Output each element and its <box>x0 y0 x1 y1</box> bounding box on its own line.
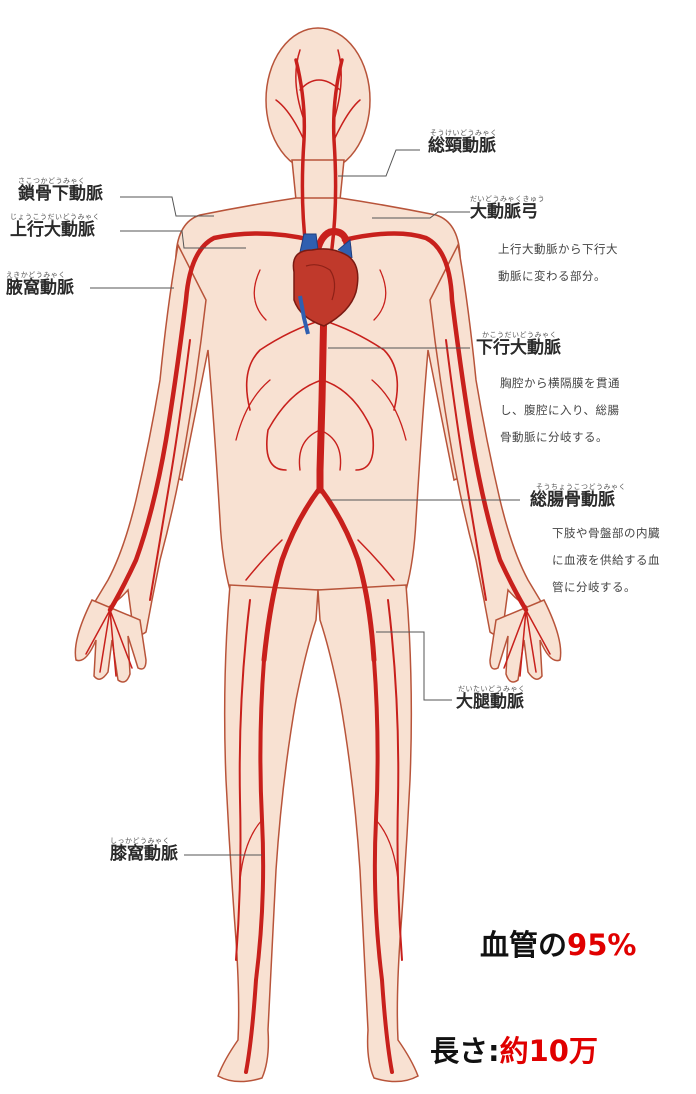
note-common-iliac: 下肢や骨盤部の内臓 に血液を供給する血 管に分岐する。 <box>552 520 660 601</box>
note-descending-aorta: 胸腔から横隔膜を貫通 し、腹腔に入り、総腸 骨動脈に分岐する。 <box>500 370 620 451</box>
label-subclavian: 鎖骨下動脈 <box>18 186 103 203</box>
note-iliac-line2: に血液を供給する血 <box>552 547 660 574</box>
note-aortic-arch: 上行大動脈から下行大 動脈に変わる部分。 <box>498 236 618 290</box>
label-aortic-arch: 大動脈弓 <box>470 204 538 221</box>
label-axillary: 腋窩動脈 <box>6 280 74 297</box>
caption-line2-red: 約10万 <box>500 1034 598 1068</box>
note-desc-line3: 骨動脈に分岐する。 <box>500 424 620 451</box>
note-arch-line1: 上行大動脈から下行大 <box>498 236 618 263</box>
label-femoral: 大腿動脈 <box>456 694 524 711</box>
note-iliac-line1: 下肢や骨盤部の内臓 <box>552 520 660 547</box>
caption-line1-black: 血管の <box>480 928 567 962</box>
note-desc-line1: 胸腔から横隔膜を貫通 <box>500 370 620 397</box>
note-iliac-line3: 管に分岐する。 <box>552 574 660 601</box>
label-common-iliac: 総腸骨動脈 <box>530 492 615 509</box>
caption-line2: 長さ:約10万 <box>430 1028 598 1070</box>
note-arch-line2: 動脈に変わる部分。 <box>498 263 618 290</box>
caption-line1: 血管の95% <box>480 922 636 964</box>
label-ascending-aorta: 上行大動脈 <box>10 222 95 239</box>
label-popliteal: 膝窩動脈 <box>110 846 178 863</box>
label-descending-aorta: 下行大動脈 <box>476 340 561 357</box>
label-common-carotid: 総頸動脈 <box>428 138 496 155</box>
caption-line2-black: 長さ: <box>430 1034 500 1068</box>
caption-line1-red: 95% <box>567 928 636 962</box>
note-desc-line2: し、腹腔に入り、総腸 <box>500 397 620 424</box>
